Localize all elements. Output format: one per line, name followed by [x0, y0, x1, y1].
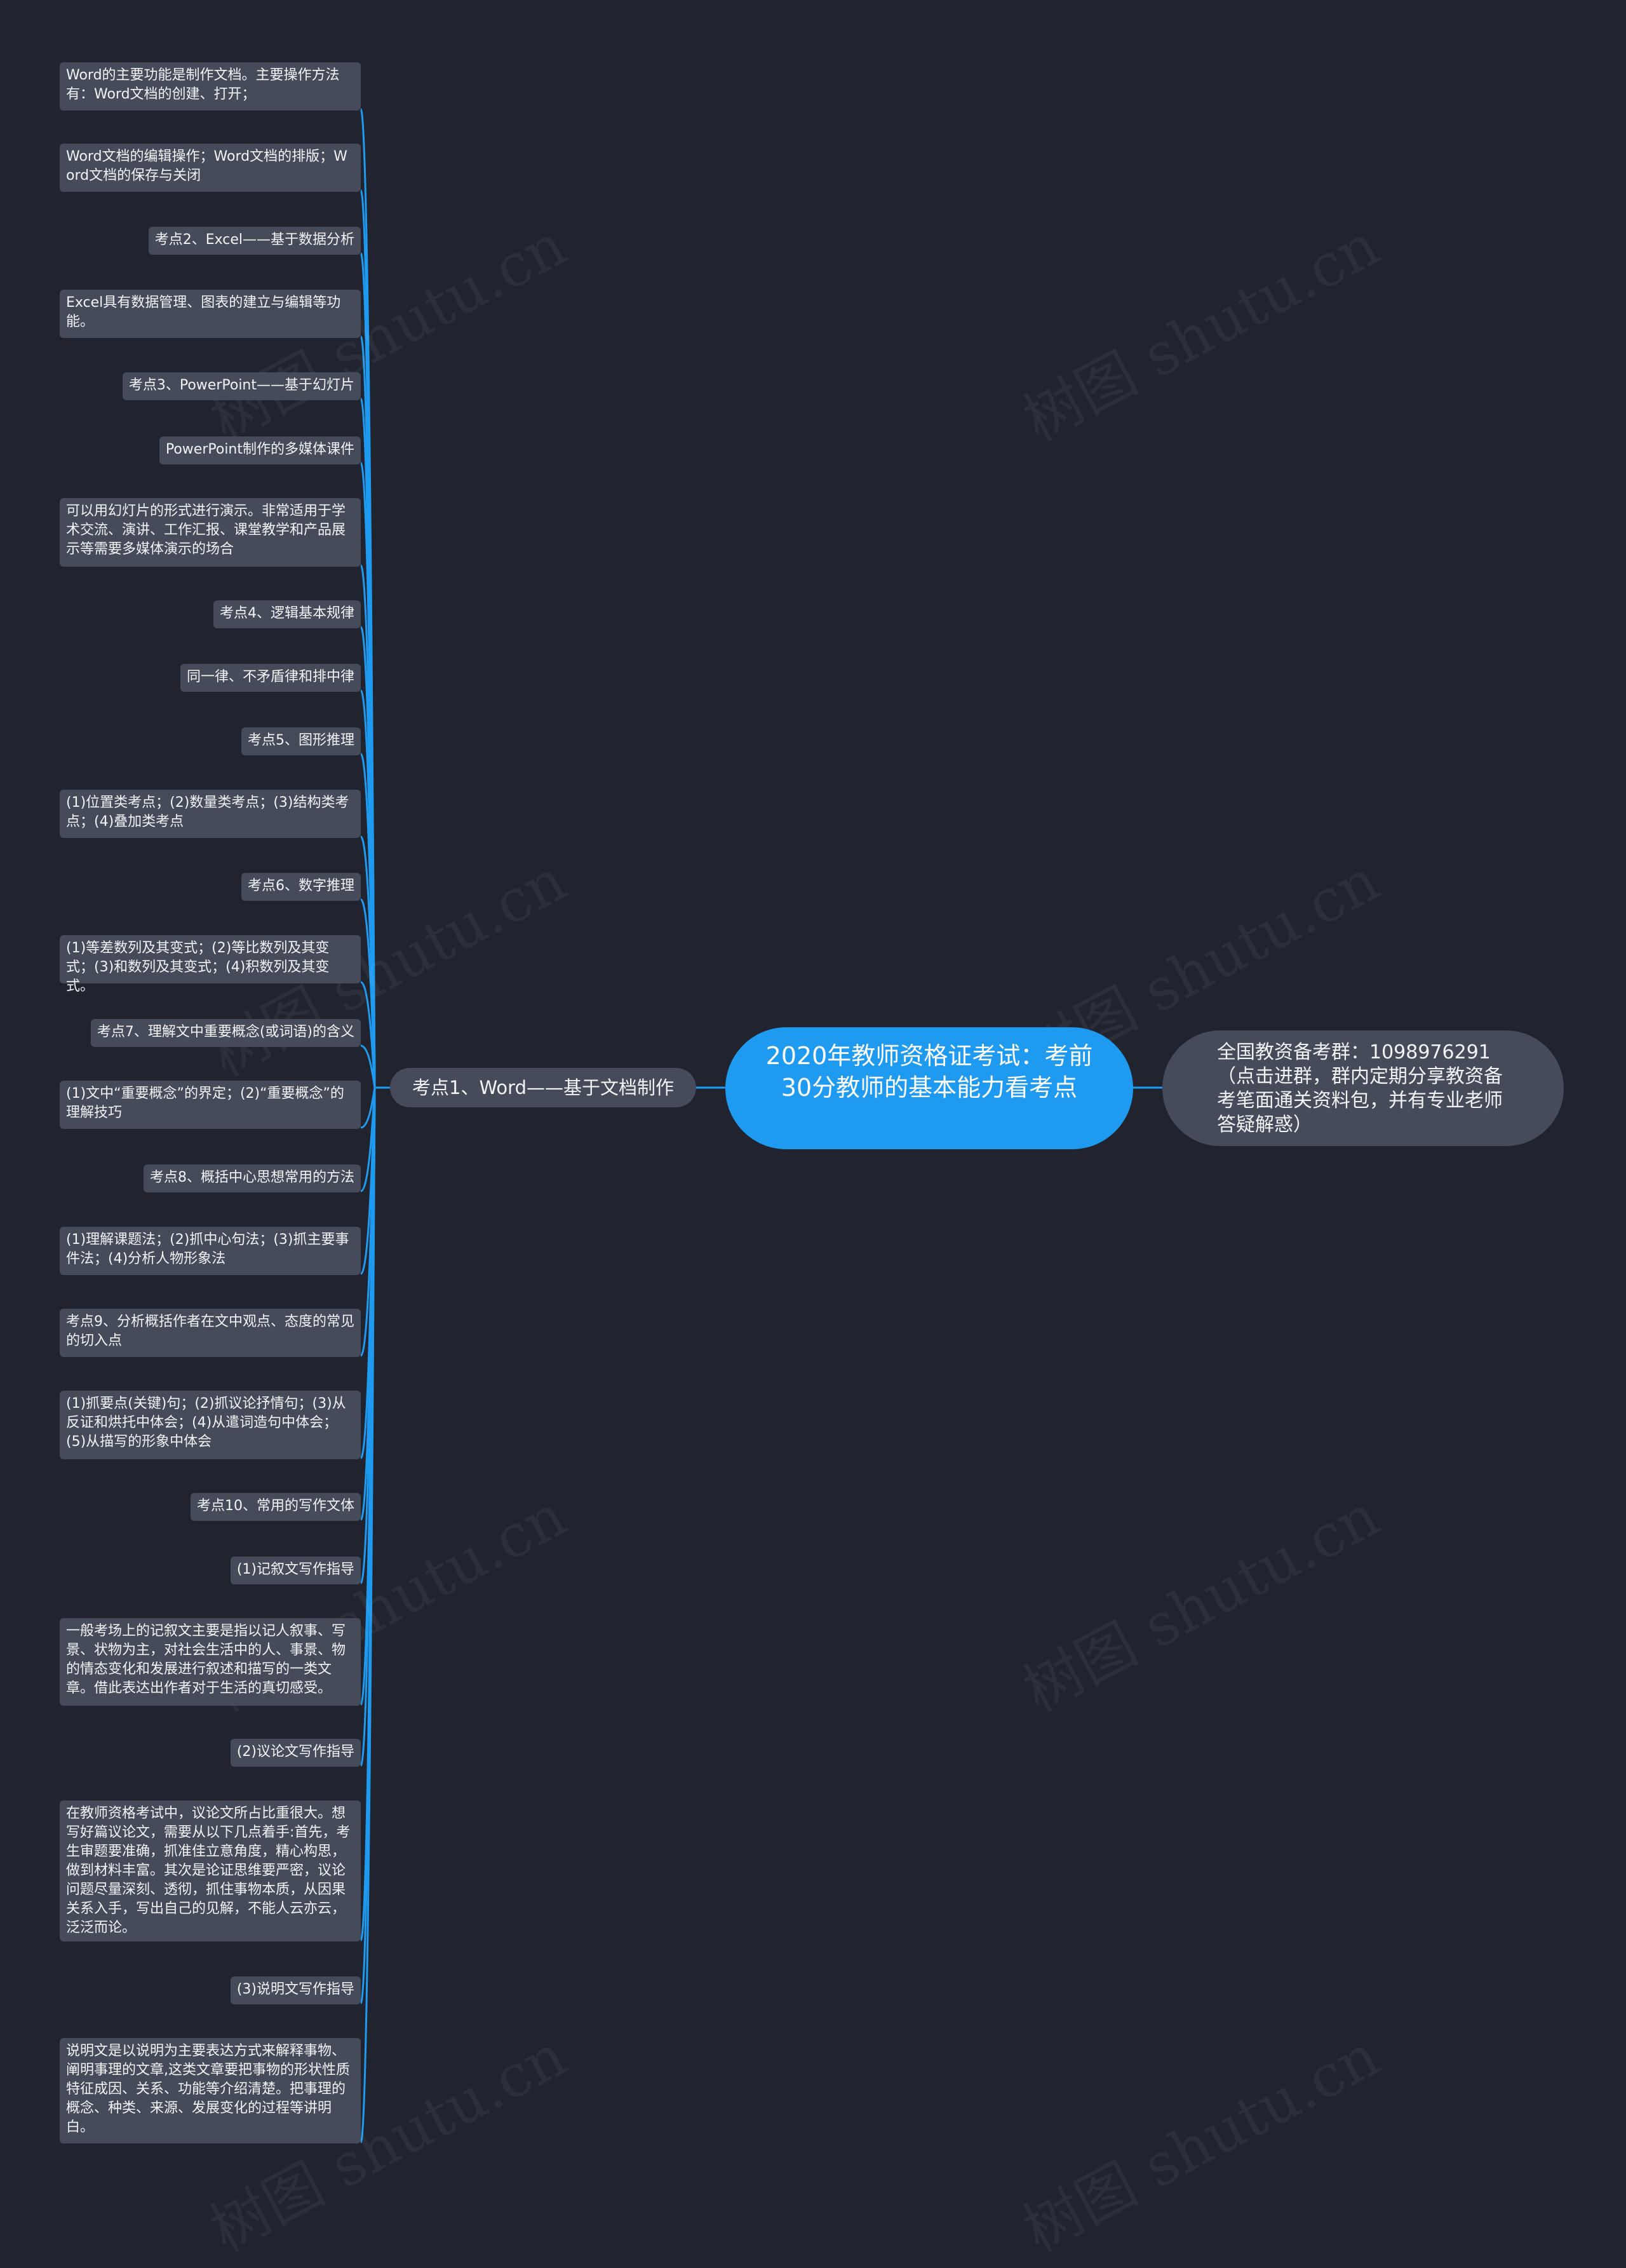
leaf-node[interactable]: (2)议论文写作指导 — [230, 1739, 361, 1767]
connector-lines — [359, 108, 1162, 2143]
leaf-node[interactable]: 可以用幻灯片的形式进行演示。非常适用于学术交流、演讲、工作汇报、课堂教学和产品展… — [60, 498, 361, 567]
branch-node[interactable]: 考点1、Word——基于文档制作 — [390, 1068, 696, 1107]
leaf-link — [359, 1087, 376, 2143]
leaf-node[interactable]: Word文档的编辑操作；Word文档的排版；Word文档的保存与关闭 — [60, 144, 361, 192]
leaf-node[interactable]: 说明文是以说明为主要表达方式来解释事物、阐明事理的文章,这类文章要把事物的形状性… — [60, 2038, 361, 2143]
leaf-node[interactable]: 一般考场上的记叙文主要是指以记人叙事、写景、状物为主，对社会生活中的人、事景、物… — [60, 1618, 361, 1706]
leaf-link — [360, 1044, 376, 1088]
leaf-node[interactable]: (1)理解课题法；(2)抓中心句法；(3)抓主要事件法；(4)分析人物形象法 — [60, 1227, 361, 1275]
leaf-node[interactable]: 考点4、逻辑基本规律 — [213, 600, 361, 628]
leaf-node[interactable]: (3)说明文写作指导 — [230, 1976, 361, 2004]
leaf-node[interactable]: 考点9、分析概括作者在文中观点、态度的常见的切入点 — [60, 1309, 361, 1357]
leaf-node[interactable]: (1)抓要点(关键)句；(2)抓议论抒情句；(3)从反证和烘托中体会；(4)从遣… — [60, 1391, 361, 1459]
leaf-node[interactable]: 考点5、图形推理 — [241, 727, 361, 755]
leaf-node[interactable]: 同一律、不矛盾律和排中律 — [180, 664, 361, 692]
leaf-node[interactable]: 考点8、概括中心思想常用的方法 — [144, 1164, 361, 1192]
info-node[interactable]: 全国教资备考群：1098976291（点击进群，群内定期分享教资备考笔面通关资料… — [1162, 1030, 1564, 1146]
leaf-node[interactable]: PowerPoint制作的多媒体课件 — [159, 436, 361, 464]
leaf-node[interactable]: (1)文中“重要概念”的界定；(2)“重要概念”的理解技巧 — [60, 1081, 361, 1129]
leaf-node[interactable]: (1)记叙文写作指导 — [230, 1556, 361, 1584]
leaf-node[interactable]: (1)等差数列及其变式；(2)等比数列及其变式；(3)和数列及其变式；(4)积数… — [60, 935, 361, 994]
leaf-node[interactable]: (1)位置类考点；(2)数量类考点；(3)结构类考点；(4)叠加类考点 — [60, 790, 361, 838]
leaf-node[interactable]: 考点10、常用的写作文体 — [191, 1493, 361, 1521]
leaf-node[interactable]: 考点3、PowerPoint——基于幻灯片 — [122, 372, 361, 400]
leaf-node[interactable]: Excel具有数据管理、图表的建立与编辑等功能。 — [60, 290, 361, 338]
leaf-node[interactable]: 考点6、数字推理 — [241, 873, 361, 901]
leaf-node[interactable]: 考点2、Excel——基于数据分析 — [148, 227, 361, 255]
leaf-link — [360, 981, 376, 1088]
leaf-node[interactable]: Word的主要功能是制作文档。主要操作方法有：Word文档的创建、打开； — [60, 62, 361, 111]
leaf-node[interactable]: 考点7、理解文中重要概念(或词语)的含义 — [90, 1019, 361, 1047]
leaf-node[interactable]: 在教师资格考试中，议论文所占比重很大。想写好篇议论文，需要从以下几点着手:首先，… — [60, 1800, 361, 1941]
root-node[interactable]: 2020年教师资格证考试：考前30分教师的基本能力看考点 — [725, 1027, 1133, 1149]
